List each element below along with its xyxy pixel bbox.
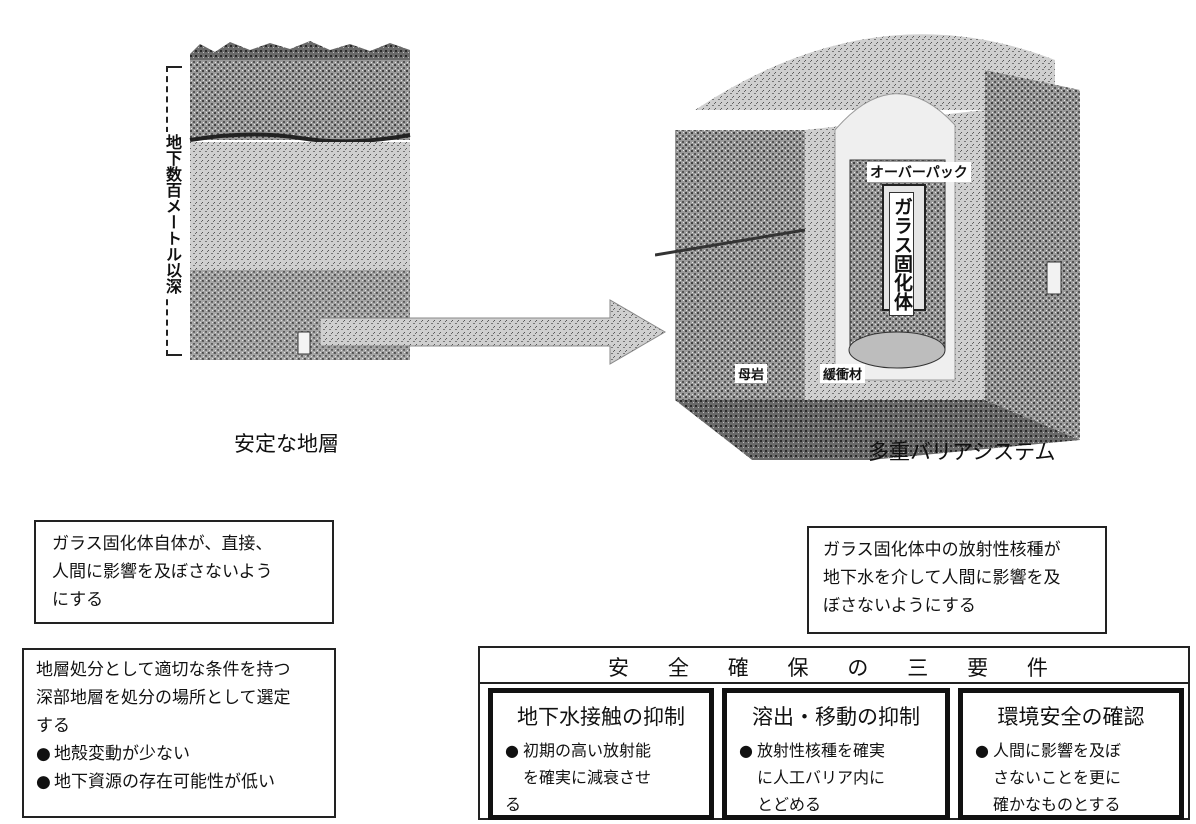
host-rock-bottom — [675, 400, 1080, 470]
host-rock-left — [675, 130, 805, 400]
side-shaft — [1046, 261, 1062, 295]
overpack-base — [848, 331, 946, 369]
requirement-line: とどめる — [757, 795, 822, 814]
radionuclide-line: ガラス固化体中の放射性核種が — [823, 540, 1061, 560]
requirement-line: 放射性核種を確実 — [757, 741, 886, 760]
host-rock-right — [985, 70, 1080, 440]
multi-barrier-figure: オーバーパック ガラス固化体 母岩 緩衝材 — [654, 0, 1095, 470]
requirement-title: 地下水接触の抑制 — [517, 705, 685, 729]
radionuclide-box: ガラス固化体中の放射性核種が 地下水を介して人間に影響を及 ぼさないようにする — [807, 526, 1107, 634]
requirements-header: 安 全 確 保 の 三 要 件 — [608, 652, 1048, 682]
stable-strata-caption: 安定な地層 — [234, 432, 339, 456]
requirement-detail: ● 人間に影響を及ぼ — [975, 737, 1169, 764]
tunnel-rod — [654, 228, 806, 257]
requirement-card-safety: 環境安全の確認 ● 人間に影響を及ぼ さないことを更に 確かなものとする — [958, 688, 1184, 820]
header-char: 要 — [967, 656, 989, 680]
site-criterion-item: ● 地下資源の存在可能性が低い — [36, 768, 334, 796]
header-char: 確 — [727, 656, 749, 680]
site-selection-line: 地層処分として適切な条件を持つ — [36, 660, 291, 680]
radionuclide-line: 地下水を介して人間に影響を及 — [823, 568, 1061, 588]
host-rock-label: 母岩 — [735, 364, 768, 383]
glass-vitrified-label: ガラス固化体 — [889, 192, 914, 316]
bullet-icon: ● — [36, 744, 51, 764]
glass-isolation-line: ガラス固化体自体が、直接、 — [52, 534, 273, 554]
radionuclide-line: ぼさないようにする — [823, 596, 976, 616]
glass-isolation-line: 人間に影響を及ぼさないよう — [52, 562, 273, 582]
depth-label: 地下数百メートル以深 — [160, 132, 184, 296]
requirement-line: さないことを更に — [993, 768, 1122, 787]
rock-dome — [695, 34, 1055, 110]
bullet-icon: ● — [975, 741, 989, 760]
arrow-to-barrier-icon — [320, 299, 666, 365]
requirement-line: に人工バリア内に — [757, 768, 886, 787]
site-selection-box: 地層処分として適切な条件を持つ 深部地層を処分の場所として選定 する ● 地殻変… — [22, 648, 336, 818]
surface-grass — [190, 41, 410, 60]
header-char: 安 — [608, 656, 629, 680]
requirement-line: 初期の高い放射能 — [523, 741, 652, 760]
requirement-title: 溶出・移動の抑制 — [752, 705, 920, 729]
header-char: の — [847, 656, 869, 680]
header-char: 保 — [787, 656, 809, 680]
bullet-icon: ● — [739, 741, 753, 760]
buffer-material-label: 緩衝材 — [820, 364, 866, 383]
site-criterion-text: 地殻変動が少ない — [54, 744, 190, 764]
header-char: 全 — [667, 656, 689, 680]
requirement-title: 環境安全の確認 — [997, 705, 1145, 729]
requirement-card-contact: 地下水接触の抑制 ● 初期の高い放射能 を確実に減衰させ る — [488, 688, 714, 820]
requirement-line: を確実に減衰させ — [523, 768, 652, 787]
header-char: 三 — [907, 656, 929, 680]
bullet-icon: ● — [36, 772, 51, 792]
requirement-line: る — [505, 795, 522, 814]
glass-isolation-line: にする — [52, 590, 104, 610]
site-selection-line: 深部地層を処分の場所として選定 — [36, 688, 291, 708]
top-soil-layer — [190, 60, 410, 140]
requirement-card-migration: 溶出・移動の抑制 ● 放射性核種を確実 に人工バリア内に とどめる — [722, 688, 950, 820]
bullet-icon: ● — [505, 741, 519, 760]
header-char: 件 — [1026, 656, 1048, 680]
layer-boundary — [189, 132, 411, 144]
requirement-detail: ● 初期の高い放射能 — [505, 737, 699, 764]
overpack-label: オーバーパック — [867, 162, 971, 182]
requirement-detail: ● 放射性核種を確実 — [739, 737, 935, 764]
disposal-tunnel-marker — [297, 331, 311, 355]
site-criterion-item: ● 地殻変動が少ない — [36, 740, 334, 768]
multi-barrier-caption: 多重バリアシステム — [868, 440, 1056, 464]
header-divider — [480, 682, 1188, 684]
site-criterion-text: 地下資源の存在可能性が低い — [54, 772, 275, 792]
requirement-line: 確かなものとする — [993, 795, 1121, 814]
requirement-line: 人間に影響を及ぼ — [993, 741, 1122, 760]
site-selection-line: する — [36, 716, 70, 736]
barrier-illustration — [654, 34, 1080, 470]
glass-isolation-box: ガラス固化体自体が、直接、 人間に影響を及ぼさないよう にする — [34, 520, 334, 624]
